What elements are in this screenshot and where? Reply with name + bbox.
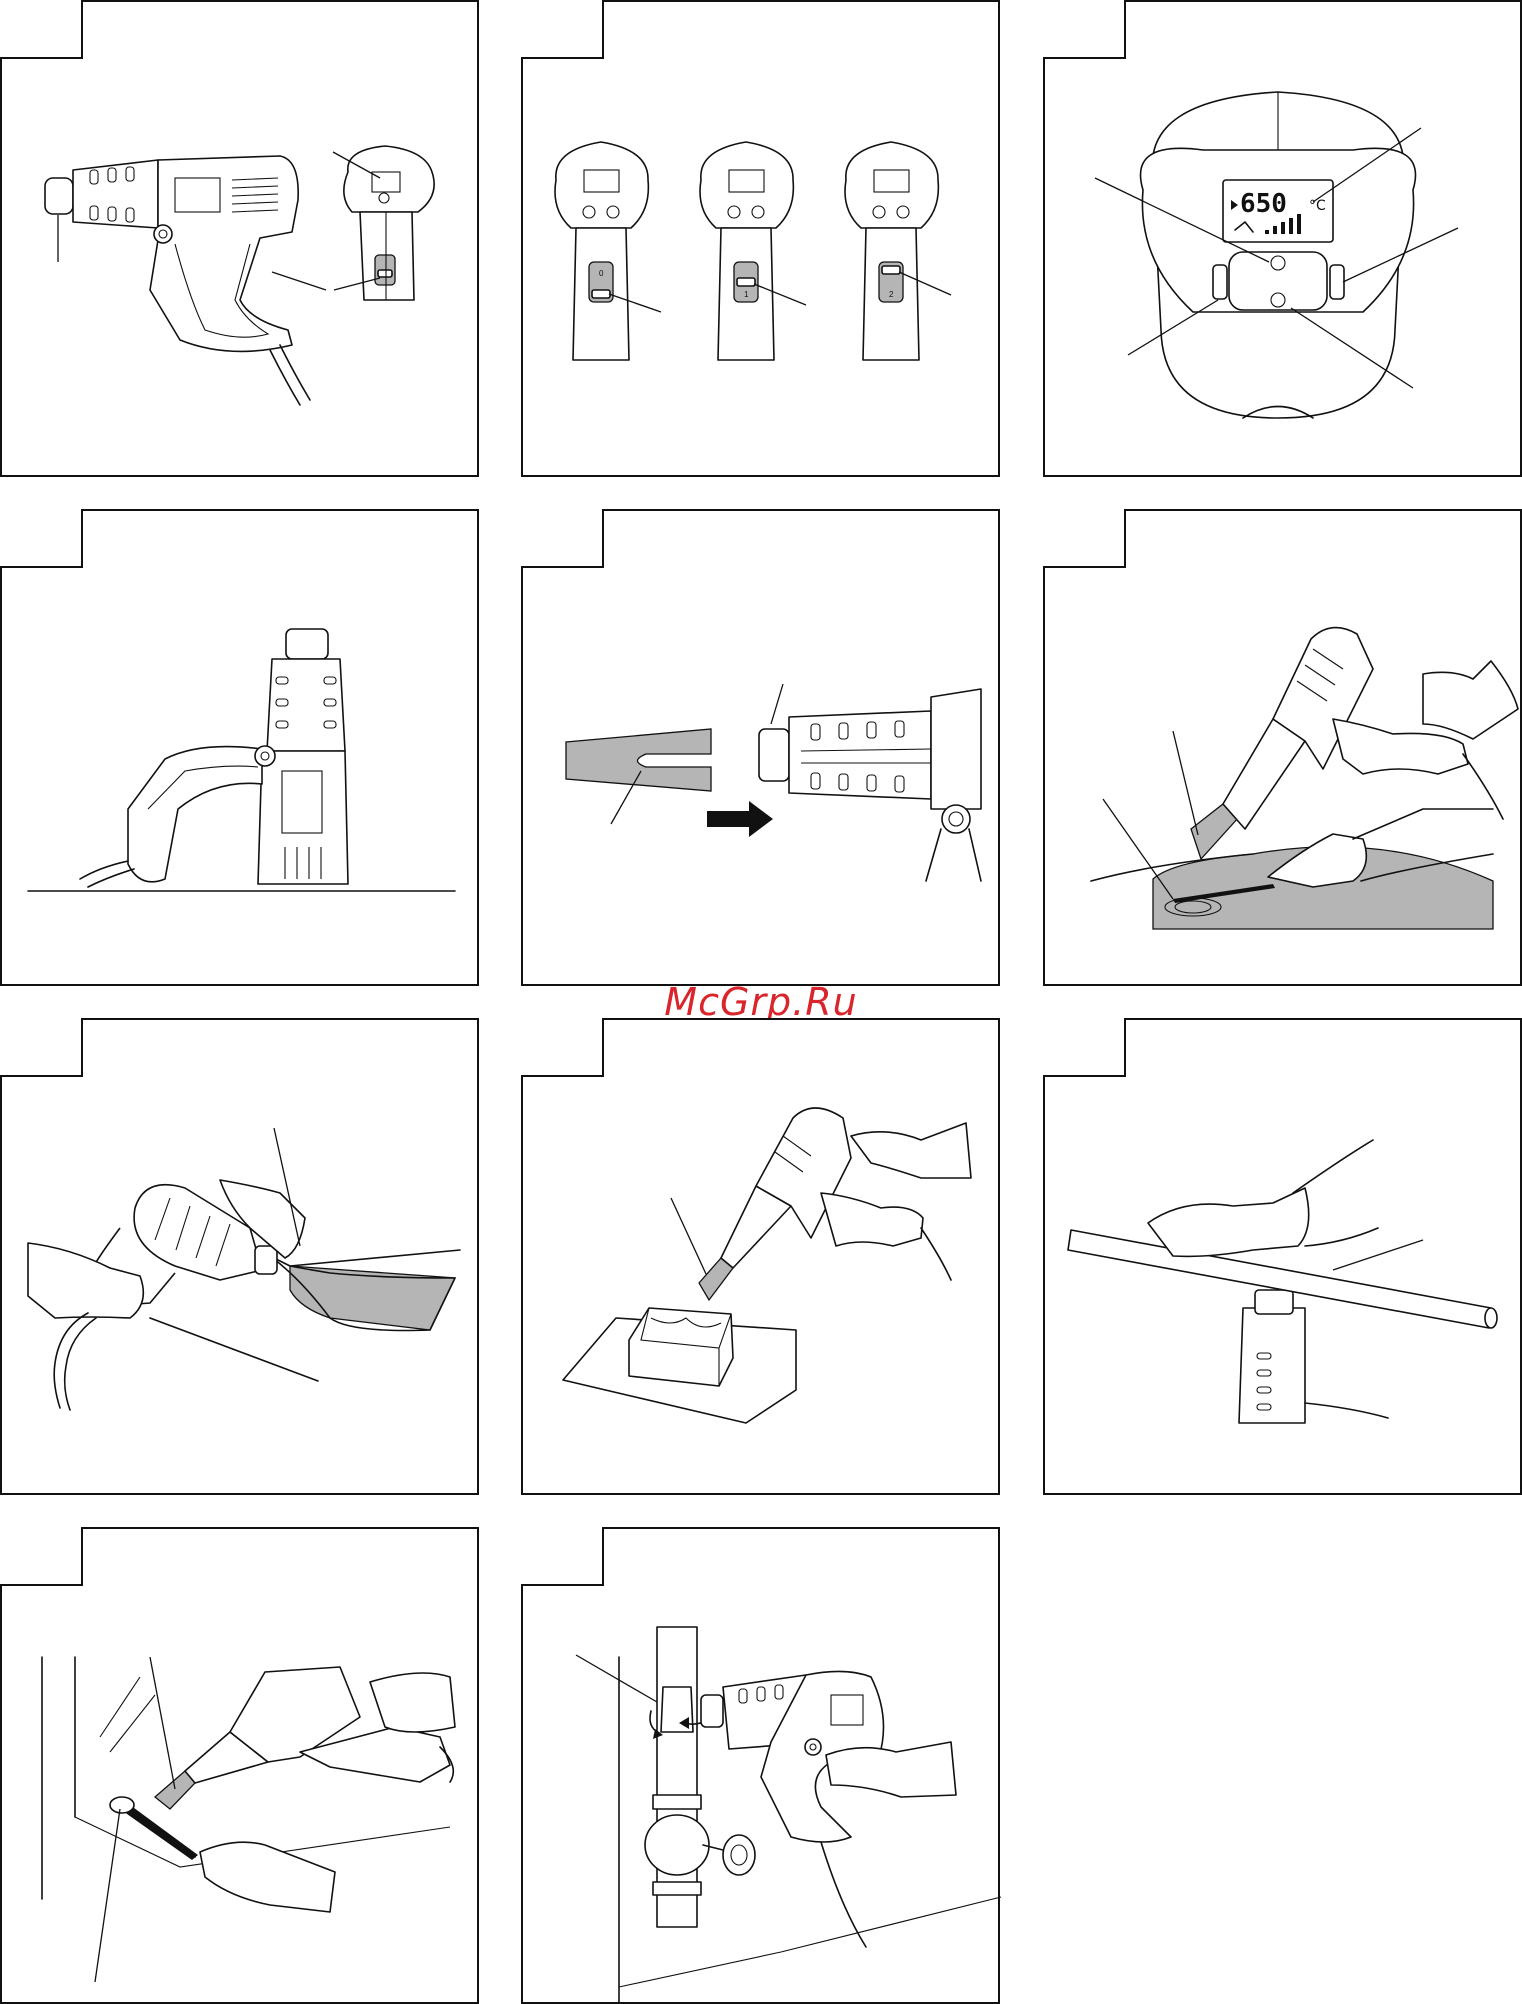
figure-removing-window-putty	[0, 1527, 480, 2004]
figure-control-panel-display: 650 °C	[1043, 0, 1522, 477]
control-buttons	[1213, 252, 1344, 310]
switch-mark-2: 2	[889, 290, 894, 299]
figure-standing-position	[0, 509, 480, 986]
lcd-display: 650 °C	[1223, 180, 1333, 242]
display-temperature: 650	[1240, 189, 1287, 219]
switch-mark-1: 1	[744, 290, 749, 299]
figure-switch-positions: 0 1 2	[521, 0, 1001, 477]
figure-thawing-water-pipe	[521, 1527, 1001, 2004]
figure-stripping-paint	[1043, 509, 1522, 986]
display-unit: °C	[1309, 198, 1326, 214]
figure-bending-pipe	[1043, 1018, 1522, 1495]
figure-shrink-wrapping	[521, 1018, 1001, 1495]
switch-mark-0: 0	[599, 269, 604, 278]
figure-heat-gun-overview	[0, 0, 480, 477]
figure-attaching-nozzle	[521, 509, 1001, 986]
figure-removing-floor-covering	[0, 1018, 480, 1495]
